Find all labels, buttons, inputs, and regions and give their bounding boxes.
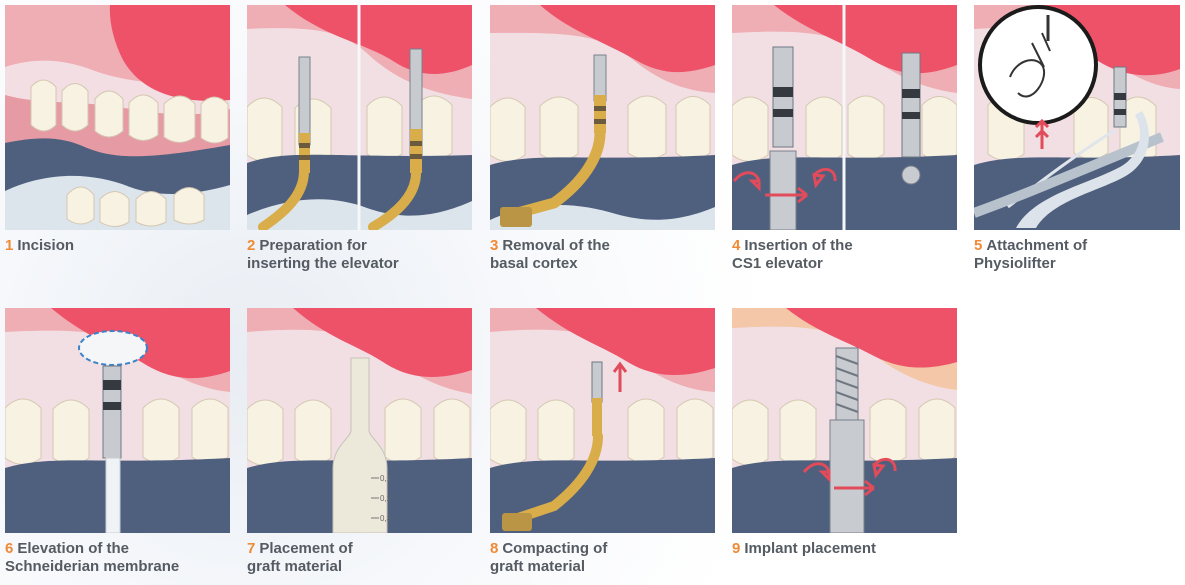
step-5-caption-line1: Attachment of xyxy=(986,237,1087,254)
step-4-caption-line1: Insertion of the xyxy=(744,237,852,254)
step-9-illustration xyxy=(732,308,957,533)
step-8-number: 8 xyxy=(490,540,498,557)
step-8-caption-line2: graft material xyxy=(490,558,720,576)
step-1-illustration xyxy=(5,5,230,230)
step-8-caption-line1: Compacting of xyxy=(502,540,607,557)
step-3-caption-line1: Removal of the xyxy=(502,237,610,254)
step-7-caption-line1: Placement of xyxy=(259,540,352,557)
step-3-number: 3 xyxy=(490,237,498,254)
step-9-number: 9 xyxy=(732,540,740,557)
step-8-illustration xyxy=(490,308,715,533)
step-7-caption-line2: graft material xyxy=(247,558,477,576)
step-3-caption-line2: basal cortex xyxy=(490,255,720,273)
syringe-scale-1: 0,1 xyxy=(380,474,392,483)
step-7-illustration: 0,1 0,2 0,3 xyxy=(247,308,472,533)
step-1-caption-line1: Incision xyxy=(17,237,74,254)
step-2-caption-line2: inserting the elevator xyxy=(247,255,477,273)
step-7-number: 7 xyxy=(247,540,255,557)
step-2-illustration xyxy=(247,5,472,230)
step-5-number: 5 xyxy=(974,237,982,254)
step-2-number: 2 xyxy=(247,237,255,254)
step-4-illustration xyxy=(732,5,957,230)
step-2-caption-line1: Preparation for xyxy=(259,237,367,254)
step-9-caption-line1: Implant placement xyxy=(744,540,876,557)
step-4-caption-line2: CS1 elevator xyxy=(732,255,962,273)
step-6-illustration xyxy=(5,308,230,533)
step-4-number: 4 xyxy=(732,237,740,254)
step-5-caption-line2: Physiolifter xyxy=(974,255,1185,273)
step-6-caption-line1: Elevation of the xyxy=(17,540,129,557)
step-6-number: 6 xyxy=(5,540,13,557)
step-3-illustration xyxy=(490,5,715,230)
step-1-number: 1 xyxy=(5,237,13,254)
step-5-illustration xyxy=(974,5,1180,230)
step-6-caption-line2: Schneiderian membrane xyxy=(5,558,235,576)
syringe-scale-3: 0,3 xyxy=(380,514,392,523)
syringe-scale-2: 0,2 xyxy=(380,494,392,503)
